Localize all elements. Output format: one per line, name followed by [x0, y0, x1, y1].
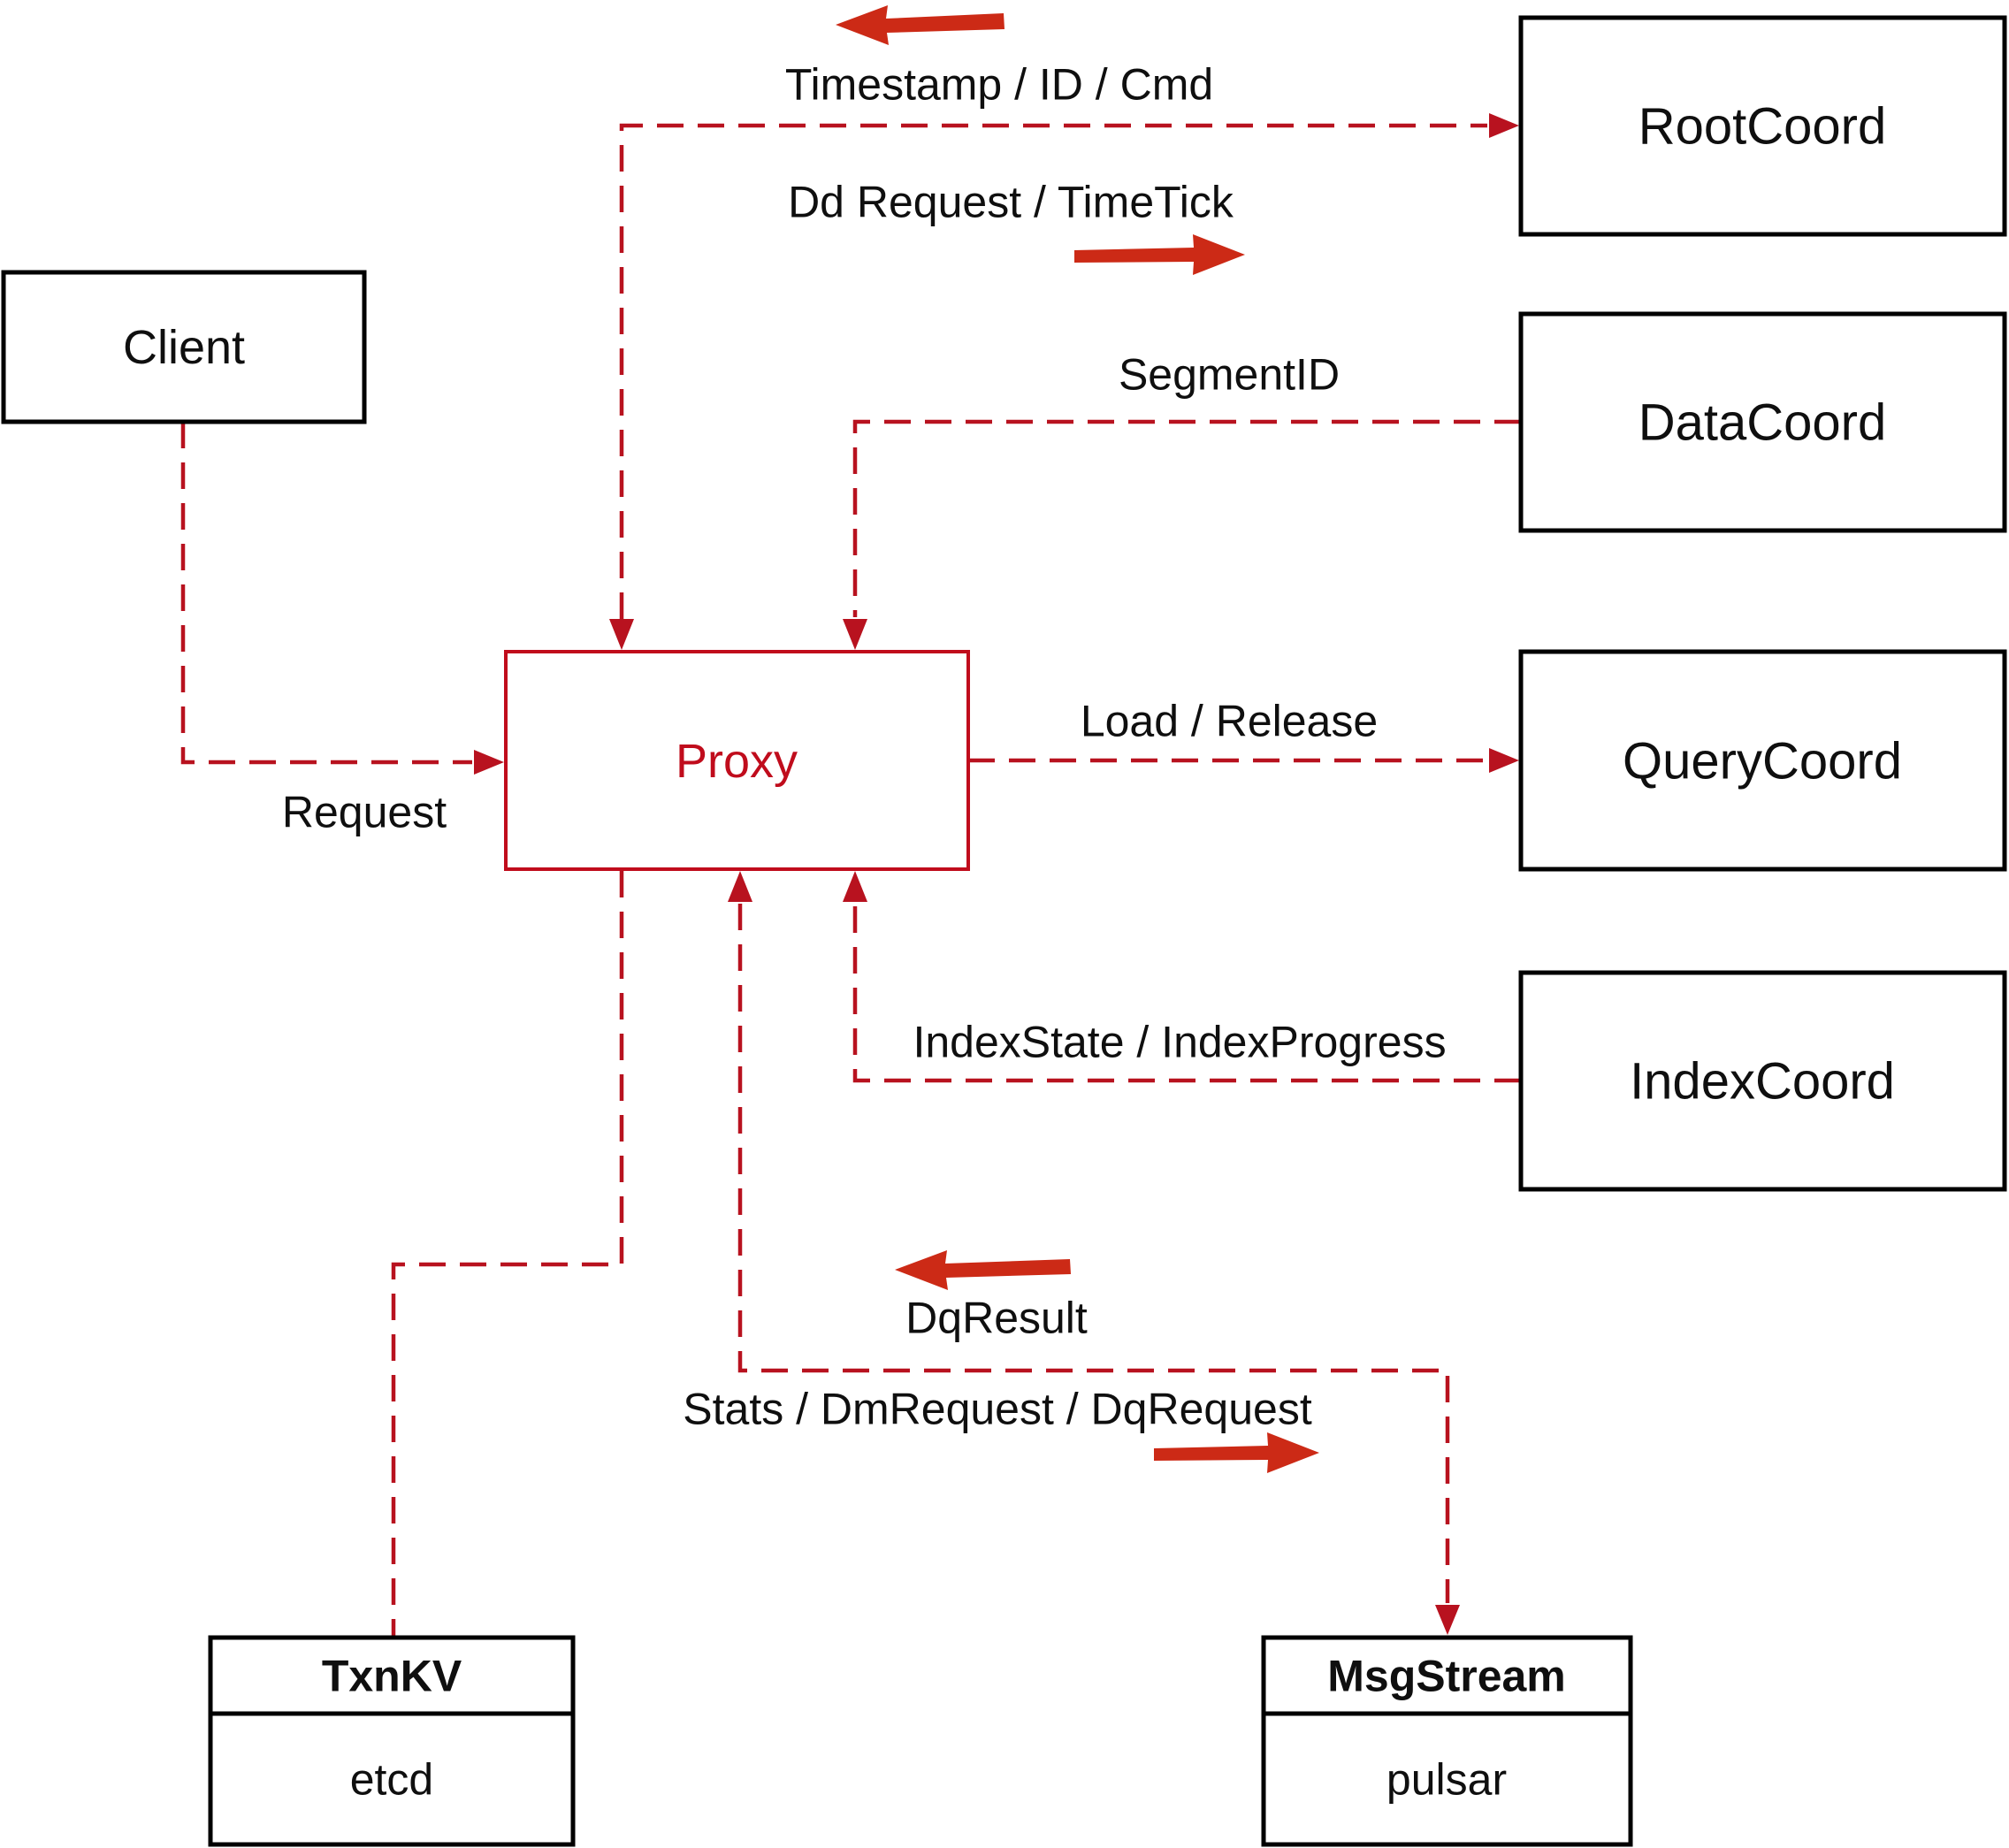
edge-indexcoord-proxy: [852, 904, 1521, 1083]
node-querycoord: [1518, 649, 2007, 872]
node-proxy: [504, 650, 970, 871]
indexcoord-label: IndexCoord: [1630, 1052, 1895, 1110]
client-label: Client: [123, 321, 245, 374]
edge-datacoord-proxy: [852, 419, 1521, 617]
datacoord-label: DataCoord: [1639, 393, 1886, 451]
arrowhead-into-proxy-from-client: [474, 750, 504, 775]
arrowhead-up-into-proxy-left: [728, 871, 752, 902]
node-msgstream: [1261, 1635, 1633, 1847]
nodes: [1, 15, 2007, 1847]
node-indexcoord: [1518, 970, 2007, 1192]
node-rootcoord: [1518, 15, 2007, 237]
msgstream-engine: pulsar: [1386, 1755, 1507, 1805]
msgstream-title: MsgStream: [1327, 1652, 1566, 1701]
edge-label-load-release: Load / Release: [1081, 697, 1378, 746]
edge-label-segment-id: SegmentID: [1119, 350, 1340, 400]
arrowhead-up-into-proxy-right: [843, 871, 867, 902]
arrowhead-down-into-proxy-left: [609, 619, 634, 650]
left-arrow-icon: [836, 5, 1004, 45]
querycoord-label: QueryCoord: [1623, 732, 1902, 790]
right-arrow-icon: [1074, 234, 1245, 275]
proxy-label: Proxy: [676, 735, 798, 788]
edge-proxy-msgstream: [737, 904, 1450, 1603]
right-arrow-icon: [1154, 1432, 1319, 1473]
node-txnkv: [208, 1635, 576, 1847]
node-datacoord: [1518, 311, 2007, 533]
arrowhead-into-querycoord: [1489, 748, 1519, 773]
rootcoord-label: RootCoord: [1639, 97, 1886, 155]
connector-lines: [180, 123, 1521, 1636]
edge-client-proxy: [180, 422, 472, 765]
edge-label-request: Request: [282, 788, 447, 837]
node-client: [1, 270, 367, 424]
arrowhead-into-msgstream: [1435, 1605, 1460, 1635]
edge-labels: Timestamp / ID / Cmd Dd Request / TimeTi…: [282, 60, 1447, 1434]
edge-label-stats-dm-dq: Stats / DmRequest / DqRequest: [683, 1385, 1312, 1434]
txnkv-engine: etcd: [350, 1755, 434, 1805]
edge-proxy-txnkv: [391, 871, 624, 1636]
edge-label-dd-request-timetick: Dd Request / TimeTick: [788, 178, 1234, 227]
edge-label-dq-result: DqResult: [905, 1294, 1088, 1343]
connector-arrowheads: [474, 113, 1519, 1635]
edge-proxy-rootcoord: [619, 123, 1487, 619]
label-direction-arrows: [836, 5, 1319, 1473]
edge-label-index-state: IndexState / IndexProgress: [913, 1018, 1446, 1067]
node-labels: Client RootCoord DataCoord QueryCoord In…: [123, 97, 1902, 1804]
left-arrow-icon: [895, 1250, 1071, 1290]
arrowhead-into-rootcoord: [1489, 113, 1519, 138]
edge-label-timestamp-id-cmd: Timestamp / ID / Cmd: [785, 60, 1213, 110]
arrowhead-down-into-proxy-right: [843, 619, 867, 650]
txnkv-title: TxnKV: [322, 1652, 462, 1701]
